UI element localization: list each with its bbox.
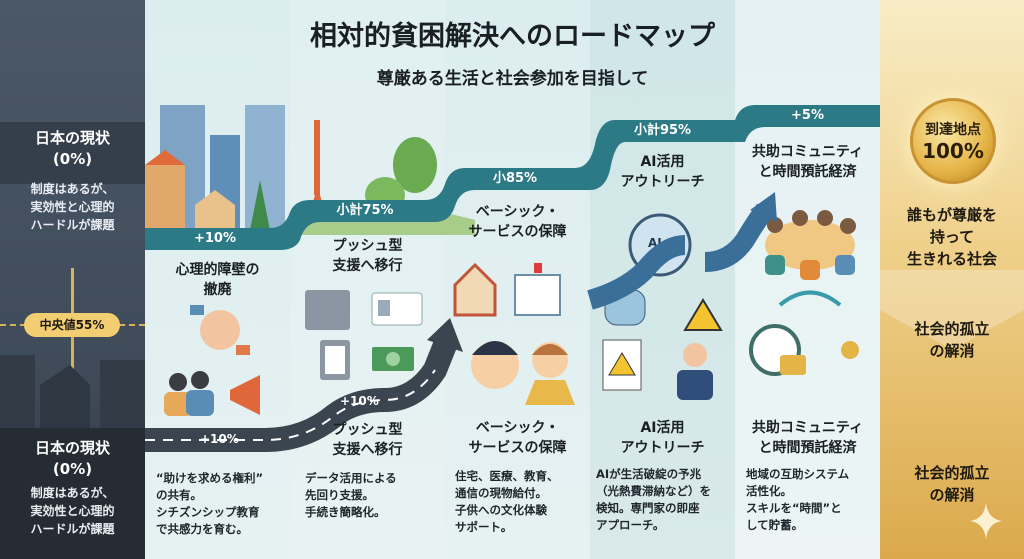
specialist-icon (677, 370, 713, 400)
hands-together-icon (164, 305, 260, 416)
current-state-text: 実効性と心理的 (30, 504, 115, 518)
step-4-subtotal: 小計95% (633, 123, 692, 138)
step-4-description: AIが生活破綻の予兆（光熱費滞納など）を検知。専門家の即座アプローチ。 (596, 467, 711, 532)
warning-icon (683, 298, 723, 331)
road-increment-1: +10% (200, 432, 239, 446)
current-state-text: ハードルが課題 (30, 522, 115, 536)
goal-text-isolation-2: 社会的孤立の解消 (914, 464, 990, 504)
step-1-title: 心理的障壁の撤廃 (175, 262, 260, 298)
current-state-bottom: 日本の現状 (0%) 制度はあるが、 実効性と心理的 ハードルが課題 (0, 438, 145, 538)
column-2 (290, 0, 445, 559)
goal-panel (880, 0, 1024, 559)
goal-text-dignity: 誰もが尊厳を持って生きれる社会 (906, 206, 997, 268)
step-3-title: ベーシック・サービスの保障 (468, 204, 567, 240)
chevron-decoration (880, 270, 1024, 350)
current-state-text: 制度はあるが、 (30, 182, 115, 196)
step-3-subtotal: 小85% (492, 171, 538, 186)
community-icons (749, 210, 859, 376)
step-3-title-lower: ベーシック・サービスの保障 (468, 420, 567, 456)
megaphone-icon (230, 375, 260, 415)
step-5-increment: +5% (791, 108, 824, 123)
step-3-description: 住宅、医療、教育、通信の現物給付。子供への文化体験サポート。 (455, 469, 559, 534)
goal-percentage: 100% (922, 139, 984, 163)
step-5-title: 共助コミュニティと時間預託経済 (751, 144, 864, 180)
median-line (71, 268, 74, 428)
goal-text-isolation: 社会的孤立の解消 (914, 320, 990, 360)
column-4 (590, 0, 735, 559)
current-state-pct: (0%) (52, 150, 93, 168)
step-2-subtotal: 小計75% (336, 203, 394, 218)
current-state-header-bg (0, 122, 145, 184)
current-state-text: 制度はあるが、 (30, 486, 115, 500)
roadmap-road (145, 192, 777, 452)
progress-staircase (145, 100, 897, 250)
current-state-bottom-bg (0, 428, 145, 559)
roadmap-area (145, 0, 880, 559)
current-state-title: 日本の現状 (34, 439, 110, 457)
step-4-title: AI活用アウトリーチ (620, 154, 705, 190)
step-4-title-lower: AI活用アウトリーチ (620, 420, 705, 456)
step-2-title-lower: プッシュ型支援へ移行 (332, 422, 403, 458)
current-state-text: ハードルが課題 (30, 218, 115, 232)
median-badge: 中央値55% (24, 313, 120, 337)
city-silhouette (0, 355, 145, 430)
sparkle-icon (970, 503, 1002, 539)
step-1-increment: +10% (193, 231, 236, 246)
page-subtitle: 尊厳ある生活と社会参加を目指して (376, 69, 649, 89)
hands-coin-icon (841, 341, 859, 359)
current-state-top: 日本の現状 (0%) 制度はあるが、 実効性と心理的 ハードルが課題 (0, 128, 145, 234)
step-2-description: データ活用による先回り支援。手続き簡略化。 (305, 471, 397, 519)
coins-icon (780, 355, 806, 375)
step-5-title-lower: 共助コミュニティと時間預託経済 (751, 420, 864, 456)
road-increment-2: +10% (340, 394, 379, 408)
goal-label: 到達地点 (925, 122, 981, 138)
housing-healthcare-icons (453, 262, 575, 405)
data-support-icons (305, 290, 423, 380)
step-2-title: プッシュ型支援へ移行 (332, 238, 403, 274)
current-state-pct: (0%) (52, 460, 93, 478)
current-state-title: 日本の現状 (34, 129, 110, 147)
current-state-text: 実効性と心理的 (30, 200, 115, 214)
step-1-description: “助けを求める権利”の共有。シチズンシップ教育で共感力を育む。 (156, 471, 264, 536)
goal-medal: 到達地点 100% (910, 98, 996, 184)
page-title: 相対的貧困解決へのロードマップ (310, 21, 715, 52)
step-5-description: 地域の互助システム活性化。スキルを“時間”として貯蓄。 (746, 467, 850, 532)
